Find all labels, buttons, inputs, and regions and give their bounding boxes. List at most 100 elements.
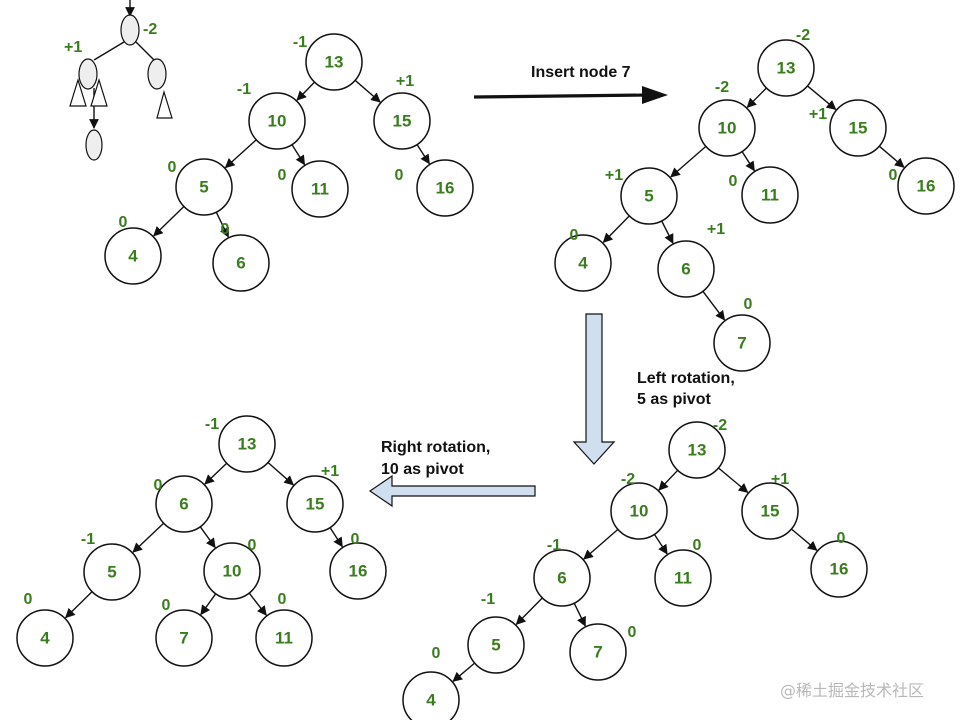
node-balance-factor: +1: [396, 73, 414, 90]
node-circle: [305, 33, 363, 91]
node-key: 6: [557, 569, 566, 588]
tree-edge: [790, 528, 818, 551]
node-balance-factor: 0: [278, 167, 287, 184]
tree-edge: [204, 462, 228, 485]
node-balance-factor: 0: [395, 167, 404, 184]
node-circle: [373, 92, 431, 150]
node-balance-factor: 0: [221, 221, 230, 238]
node-balance-factor: 0: [693, 537, 702, 554]
node-circle: [654, 549, 712, 607]
node-key: 5: [107, 563, 116, 582]
tree-node: 40: [104, 214, 162, 285]
tree-node: 13-2: [757, 27, 815, 97]
schematic-edge: [93, 41, 125, 61]
tree-node: 70: [713, 296, 771, 372]
node-key: 13: [777, 59, 796, 78]
tree-edge: [215, 211, 229, 238]
node-circle: [83, 543, 141, 601]
node-balance-factor: 0: [744, 296, 753, 313]
schematic-subtree-triangle: [156, 89, 173, 119]
insert-arrow-shaft: [473, 93, 651, 99]
node-key: 4: [578, 254, 588, 273]
tree-node: 10 0: [203, 537, 261, 600]
insert-caption: Insert node 7: [531, 64, 631, 81]
node-circle: [402, 671, 460, 720]
node-balance-factor: 0: [432, 645, 441, 662]
node-key: 15: [393, 112, 412, 131]
tree-node: 40: [16, 591, 74, 667]
tree-node: 40: [402, 645, 460, 720]
node-key: 13: [238, 435, 257, 454]
node-balance-factor: 0: [628, 624, 637, 641]
node-key: 16: [917, 177, 936, 196]
insert-arrow-head: [642, 86, 668, 104]
node-balance-factor: -1: [293, 34, 307, 51]
tree-node: 50: [168, 158, 233, 216]
node-key: 11: [761, 186, 779, 205]
node-key: 11: [674, 569, 692, 588]
node-circle: [668, 421, 726, 479]
tree-edge: [329, 527, 343, 548]
node-balance-factor: 0: [119, 214, 128, 231]
tree-node: 13-2: [668, 417, 727, 479]
tree-edge: [878, 145, 905, 168]
tree-edge: [291, 144, 306, 166]
node-balance-factor: +1: [809, 106, 827, 123]
node-circle: [218, 415, 276, 473]
node-circle: [897, 157, 955, 215]
node-key: 6: [236, 254, 245, 273]
node-key: 11: [275, 629, 293, 648]
node-balance-factor: -2: [621, 471, 635, 488]
tree-edge: [583, 528, 619, 560]
schematic-edge: [135, 41, 155, 61]
tree-after-left-rotation: 13-2 10-2 15+1 6-1 110 160 5-1 70 40: [402, 417, 868, 720]
node-circle: [212, 234, 270, 292]
node-circle: [741, 166, 799, 224]
node-balance-factor: 0: [570, 227, 579, 244]
node-balance-factor: +1: [771, 471, 789, 488]
node-balance-factor: -1: [205, 416, 219, 433]
tree-edge: [354, 79, 381, 103]
tree-node: 60: [154, 475, 213, 533]
node-balance-factor: -1: [237, 81, 251, 98]
node-balance-factor: 0: [24, 591, 33, 608]
node-key: 5: [644, 187, 653, 206]
node-balance-factor: 0: [889, 167, 898, 184]
tree-edge: [153, 205, 185, 237]
node-key: 10: [223, 562, 242, 581]
schematic-root-bf: -2: [143, 21, 157, 38]
node-circle: [741, 482, 799, 540]
node-key: 10: [718, 119, 737, 138]
node-balance-factor: 0: [278, 591, 287, 608]
left-rotation-caption-line-2: 5 as pivot: [637, 391, 711, 408]
node-balance-factor: -1: [81, 531, 95, 548]
node-circle: [104, 227, 162, 285]
node-balance-factor: 0: [154, 477, 163, 494]
tree-node: 10-2: [610, 471, 668, 540]
tree-node: 11 0: [255, 591, 313, 667]
tree-edge: [132, 522, 165, 553]
node-circle: [467, 616, 525, 674]
node-circle: [569, 623, 627, 681]
tree-node: 5+1: [605, 167, 678, 225]
tree-edge: [718, 467, 749, 494]
node-balance-factor: 0: [248, 537, 257, 554]
node-circle: [698, 99, 756, 157]
tree-after-insert: 13-2 10-2 15+1 5+1 110 160 40 6+1 70: [554, 27, 955, 372]
node-circle: [713, 314, 771, 372]
node-circle: [829, 99, 887, 157]
node-circle: [554, 234, 612, 292]
node-key: 13: [688, 441, 707, 460]
tree-node: 13 -1: [205, 415, 276, 473]
node-balance-factor: -2: [796, 27, 810, 44]
node-circle: [286, 475, 344, 533]
node-key: 5: [491, 636, 500, 655]
node-key: 4: [40, 629, 50, 648]
tree-node: 70: [569, 623, 637, 681]
node-balance-factor: 0: [729, 173, 738, 190]
tree-node: 11 0: [729, 166, 799, 224]
tree-edge: [267, 461, 295, 486]
node-key: 15: [306, 495, 325, 514]
node-circle: [155, 475, 213, 533]
tree-node: 160: [329, 531, 387, 600]
